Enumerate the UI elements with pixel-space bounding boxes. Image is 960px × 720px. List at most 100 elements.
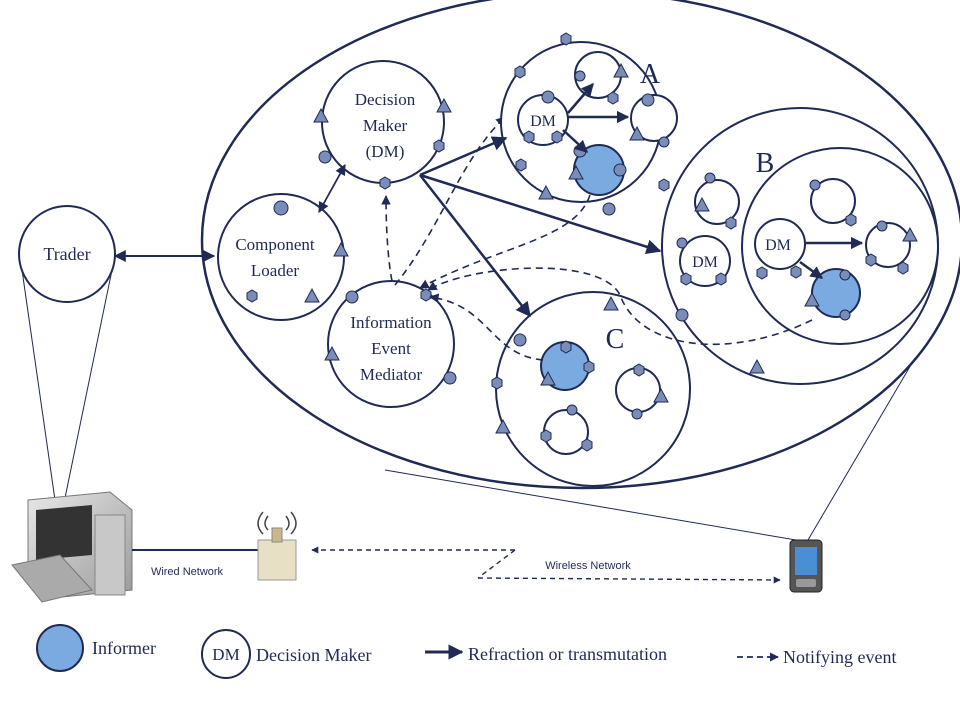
cluster-b-label: B	[756, 148, 775, 179]
port-hexagon	[551, 130, 563, 144]
port-circle	[541, 90, 555, 104]
cluster-b-dm-inner	[754, 218, 806, 270]
port-circle	[631, 408, 643, 420]
port-circle	[602, 202, 616, 216]
legend-dm-icon	[201, 629, 251, 679]
port-triangle	[304, 287, 320, 303]
wired-network-label: Wired Network	[151, 566, 224, 578]
port-hexagon	[581, 438, 593, 452]
cluster-c-label: C	[606, 324, 625, 355]
port-hexagon	[715, 272, 727, 286]
dm-label-line1: Decision	[355, 90, 416, 109]
port-circle	[566, 404, 578, 416]
port-circle	[675, 308, 689, 322]
wireless-network-label: Wireless Network	[545, 560, 631, 572]
cluster-b-inner	[741, 147, 939, 345]
component-node	[810, 178, 856, 224]
pda-device-icon	[789, 539, 823, 593]
port-circle	[876, 220, 888, 232]
port-hexagon	[865, 253, 877, 267]
port-triangle	[804, 291, 820, 307]
iem-label-line2: Event	[371, 339, 411, 358]
component-node	[865, 222, 911, 268]
legend-informer-label: Informer	[92, 638, 156, 658]
refraction-arrow	[799, 260, 824, 280]
port-circle	[704, 172, 716, 184]
port-triangle	[333, 241, 349, 257]
dm-label-line2: Maker	[363, 116, 408, 135]
component-node	[694, 179, 740, 225]
cl-label-line1: Component	[235, 235, 315, 254]
notify-informer-c-to-mediator	[429, 293, 544, 361]
port-hexagon	[515, 158, 527, 172]
cl-label-line2: Loader	[251, 261, 299, 280]
refraction-arrow	[562, 129, 588, 153]
component-loader-node	[217, 193, 345, 321]
port-triangle	[603, 295, 619, 311]
port-hexagon	[725, 216, 737, 230]
port-circle	[641, 93, 655, 107]
port-hexagon	[560, 32, 572, 46]
port-circle	[273, 200, 289, 216]
port-hexagon	[560, 340, 572, 354]
port-hexagon	[756, 266, 768, 280]
component-node	[630, 94, 678, 142]
wireless-arrow-to-pda	[477, 576, 781, 584]
notify-to-cluster-a	[394, 116, 506, 286]
pda-projection-line	[807, 357, 916, 541]
dm-to-cluster-a-arrow	[419, 136, 508, 177]
port-circle	[345, 290, 359, 304]
port-circle	[443, 371, 457, 385]
iem-label-line1: Information	[350, 313, 432, 332]
legend-dm-abbrev: DM	[212, 645, 239, 664]
dm-label-line3: (DM)	[366, 142, 405, 161]
trader-projection-line	[21, 269, 56, 501]
port-hexagon	[379, 176, 391, 190]
cluster-a-label: A	[640, 59, 661, 90]
port-hexagon	[790, 265, 802, 279]
trader-projection-line	[64, 269, 113, 499]
port-hexagon	[540, 429, 552, 443]
port-triangle	[324, 345, 340, 361]
dm-to-cluster-b-arrow	[419, 173, 662, 255]
port-hexagon	[897, 261, 909, 275]
legend-decision-maker-label: Decision Maker	[256, 645, 371, 665]
dm-loader-link	[318, 164, 346, 213]
port-circle	[839, 269, 851, 281]
trader-label: Trader	[43, 244, 90, 264]
port-triangle	[749, 358, 765, 374]
legend-informer-icon	[36, 624, 84, 672]
legend-notify-label: Notifying event	[783, 647, 896, 667]
cluster-a-dm-label: DM	[530, 113, 556, 130]
port-triangle	[629, 125, 645, 141]
port-triangle	[436, 97, 452, 113]
port-hexagon	[680, 272, 692, 286]
port-circle	[676, 237, 688, 249]
cluster-b-dm-outer	[679, 235, 731, 287]
cluster-b-dm-outer-label: DM	[692, 254, 718, 271]
port-hexagon	[845, 213, 857, 227]
port-circle	[809, 179, 821, 191]
port-hexagon	[246, 289, 258, 303]
port-triangle	[613, 62, 629, 78]
port-circle	[658, 136, 670, 148]
wireless-access-point-icon	[257, 511, 297, 581]
notify-mediator-to-dm	[381, 195, 393, 282]
port-circle	[513, 333, 527, 347]
port-circle	[839, 309, 851, 321]
port-hexagon	[523, 130, 535, 144]
port-hexagon	[420, 288, 432, 302]
port-triangle	[653, 387, 669, 403]
system-boundary	[200, 0, 960, 490]
port-circle	[574, 70, 586, 82]
port-triangle	[538, 184, 554, 200]
port-hexagon	[583, 360, 595, 374]
port-hexagon	[491, 376, 503, 390]
component-node	[543, 409, 589, 455]
port-circle	[613, 163, 627, 177]
pda-projection-line	[384, 469, 797, 541]
port-triangle	[540, 370, 556, 386]
port-circle	[318, 150, 332, 164]
desktop-computer-icon	[11, 491, 133, 603]
